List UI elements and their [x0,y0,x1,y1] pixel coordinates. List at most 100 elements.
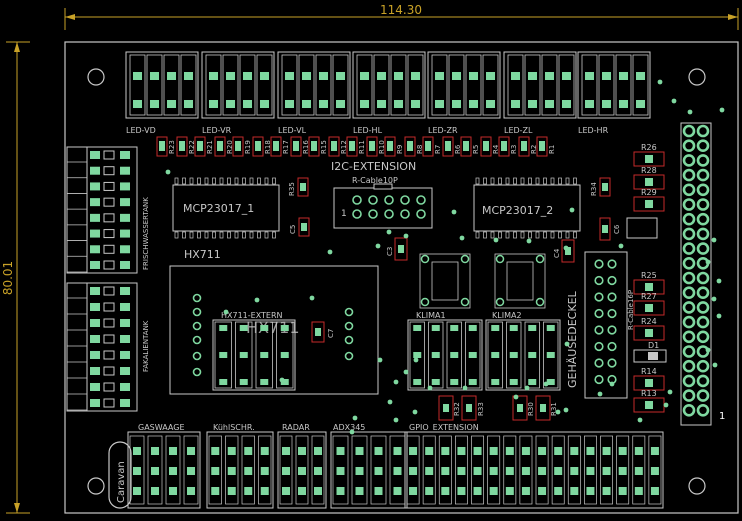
fakalientank-label: FAKALIENTANK [142,320,150,372]
resistor-r13: R13 [633,389,665,413]
resistor-r29: R29 [633,188,665,212]
led-label-zr: LED-ZR [428,126,458,135]
resistor-label-r13: R13 [641,389,657,398]
resistor-r21: R21 [194,136,214,157]
resistor-label-r12: R12 [340,140,348,154]
resistor-r5: R5 [460,136,480,157]
led-connector-2 [201,51,275,119]
bottom-label-kuehlschrank: KühlSCHR. [213,423,255,432]
bottom-connector-1 [127,431,201,509]
part-r30: R30 [512,395,535,421]
part-c5: C5 [289,217,310,237]
led-connector-5 [427,51,501,119]
part-r31: R31 [535,395,558,421]
frischwassertank-label: FRISCHWASSERTANK [142,197,150,270]
led-label-hr: LED-HR [578,126,609,135]
bottom-labels: GASWAAGE KühlSCHR. RADAR ADX345 GPIO_EXT… [138,423,479,432]
mcp2-label: MCP23017_2 [482,204,553,217]
resistor-r27: R27 [633,292,665,316]
dimension-height [6,41,30,514]
resistor-label-r27: R27 [641,292,657,301]
i2c-extension-label: I2C-EXTENSION [331,160,416,173]
resistor-label-r19: R19 [244,140,252,154]
resistor-r4: R4 [480,136,500,157]
resistor-label-r14: R14 [641,367,657,376]
part-label-c6: C6 [613,224,621,234]
resistor-label-r16: R16 [302,140,310,154]
resistor-label-r20: R20 [226,140,234,154]
part-label-r35: R35 [288,182,296,196]
part-r34: R34 [590,177,611,197]
resistor-label-r3: R3 [510,145,518,154]
part-r32: R32 [438,395,461,421]
diode-d1: D1 [633,341,667,363]
resistor-r14: R14 [633,367,665,391]
bottom-label-adx345: ADX345 [333,423,365,432]
resistor-label-r11: R11 [358,140,366,154]
resistor-label-r10: R10 [378,140,386,154]
tank-connectors [66,146,138,412]
resistor-label-r6: R6 [454,144,462,154]
part-label-c4: C4 [553,248,561,258]
dimension-height-label: 80.01 [1,261,15,295]
gehaeusedeckel-connector [584,251,628,399]
resistor-r22: R22 [176,136,196,157]
dimension-width [64,8,739,30]
part-r35: R35 [288,177,309,197]
mcp1-label: MCP23017_1 [183,202,254,215]
hx711-extern-connector [212,319,296,391]
i2c-connector [333,183,433,229]
right-header-pin-one: 1 [719,411,725,422]
cable-16p-label: R-Cable16P [627,290,635,330]
dimension-width-label: 114.30 [380,3,422,17]
bottom-connector-4 [330,431,408,509]
part-label-r31: R31 [550,402,558,416]
part-label-r33: R33 [477,402,485,416]
resistor-label-r26: R26 [641,143,657,152]
part-label-r30: R30 [527,402,535,416]
mcp23017-2-chip [473,177,581,239]
mounting-holes [87,68,706,495]
led-connector-row [125,51,651,119]
resistor-r7: R7 [422,136,442,157]
resistor-label-r7: R7 [434,145,442,154]
resistor-r19: R19 [232,136,252,157]
resistor-r6: R6 [442,136,462,157]
fakalientank-connector [66,282,138,412]
part-label-r34: R34 [590,182,598,196]
resistor-r28: R28 [633,166,665,190]
resistor-r24: R24 [633,317,665,341]
resistor-r15: R15 [308,136,328,157]
bottom-connector-2 [206,431,274,509]
resistor-r16: R16 [290,136,310,157]
diode-label-d1: D1 [648,341,659,350]
resistor-r9: R9 [384,136,404,157]
led-label-vd: LED-VD [126,126,156,135]
bottom-connector-3 [277,431,327,509]
capacitor-c6 [626,217,658,239]
resistor-r25: R25 [633,271,665,295]
led-label-vl: LED-VL [278,126,307,135]
hx711-extern-label: HX711-EXTERN [221,311,283,320]
part-r33: R33 [461,395,485,421]
resistor-label-r2: R2 [530,145,538,154]
led-connector-6 [503,51,577,119]
resistor-label-r29: R29 [641,188,657,197]
resistor-label-r5: R5 [472,145,480,154]
resistor-label-r23: R23 [168,140,176,154]
resistor-r26: R26 [633,143,665,167]
part-label-c7: C7 [327,329,335,338]
board-outline [64,41,739,514]
part-label-c5: C5 [289,225,297,234]
resistor-label-r8: R8 [416,145,424,154]
gehaeusedeckel-label: GEHÄUSEDECKEL [566,290,579,388]
resistor-label-r15: R15 [320,140,328,154]
part-c4: C4 [553,239,575,263]
hx711-label: HX711 [184,248,221,261]
resistor-r18: R18 [252,136,272,157]
resistor-r11: R11 [346,136,366,157]
